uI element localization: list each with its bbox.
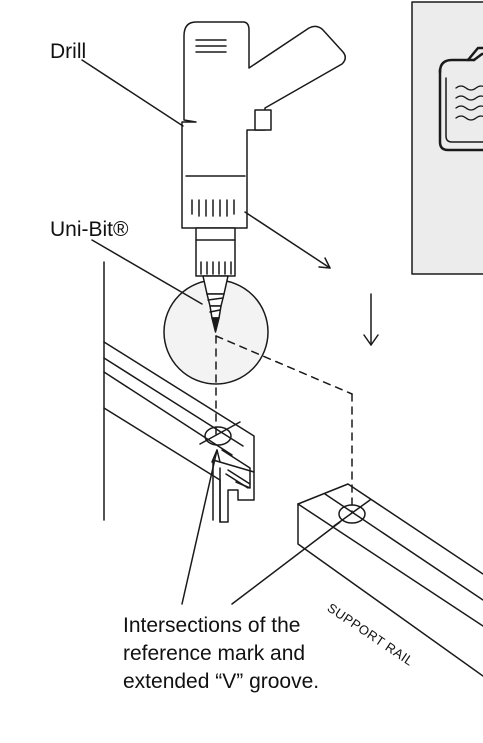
drill-icon bbox=[181, 21, 346, 277]
drill-leader-line bbox=[81, 59, 184, 127]
uni-bit-label: Uni-Bit® bbox=[50, 218, 129, 241]
drill-label: Drill bbox=[50, 40, 87, 63]
clipboard-inset bbox=[411, 1, 483, 275]
drill-mark-circle-1 bbox=[204, 426, 232, 446]
bit-leader-line bbox=[91, 239, 203, 305]
caption-leaders bbox=[181, 449, 341, 605]
step-drill-bit-icon bbox=[202, 275, 229, 333]
projection-lines bbox=[215, 335, 353, 513]
caption: Intersections of the reference mark and … bbox=[123, 612, 383, 696]
caption-line-2: reference mark and bbox=[123, 642, 306, 665]
caption-line-1: Intersections of the bbox=[123, 614, 301, 637]
clipboard-icon bbox=[438, 46, 483, 152]
down-arrow-icon bbox=[244, 211, 379, 346]
support-rail bbox=[297, 483, 483, 677]
frame-extrusion bbox=[103, 341, 255, 523]
caption-line-3: extended “V” groove. bbox=[123, 670, 320, 693]
